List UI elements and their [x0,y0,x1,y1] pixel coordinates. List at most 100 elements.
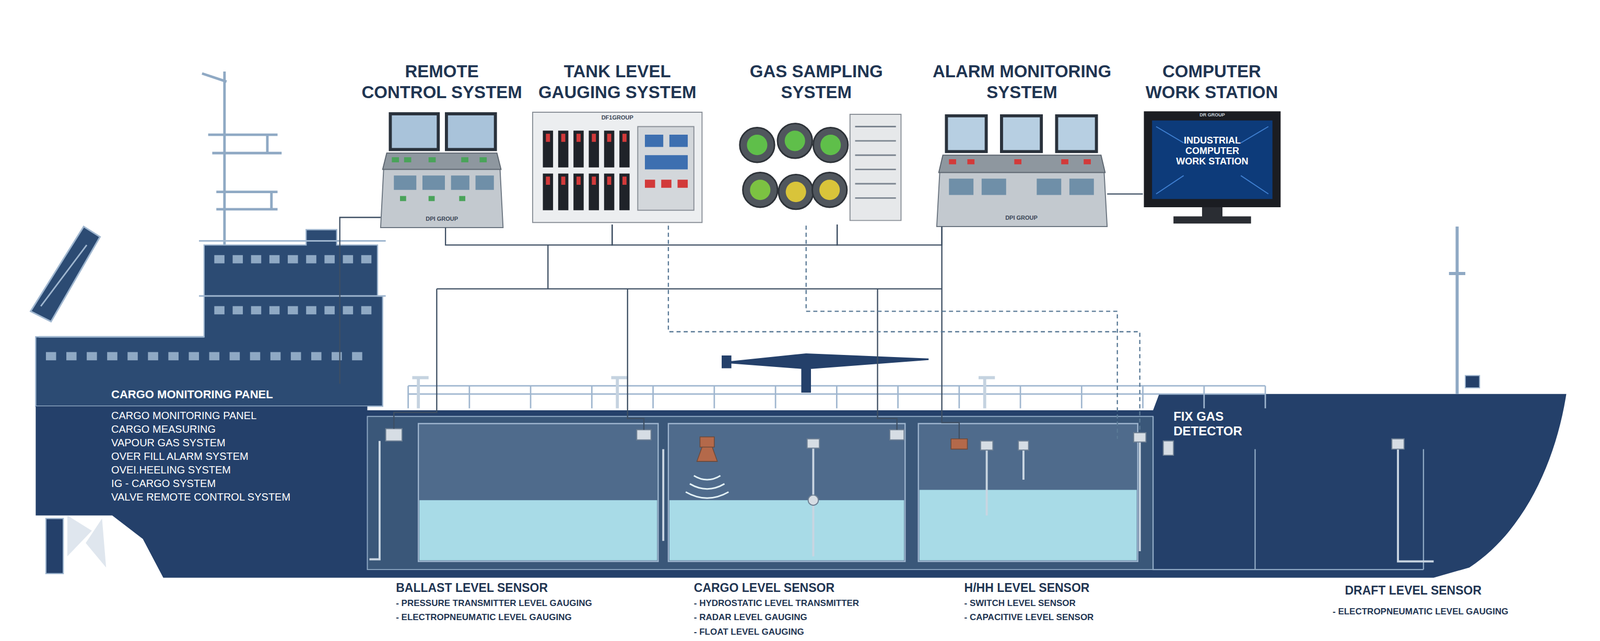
sensor-item: - RADAR LEVEL GAUGING [693,612,808,623]
system-heading: REMOTE CONTROL SYSTEM [360,61,524,104]
system-heading: COMPUTER WORK STATION [1138,61,1286,104]
console-desk [936,171,1108,228]
gas-detector-head [739,127,775,162]
gauge-bar [545,133,627,185]
panel-heading: CARGO MONITORING PANEL [111,387,274,402]
computer-monitor [1144,111,1281,208]
ship-mast [202,71,282,245]
monitor-screen [391,115,494,149]
sensor-item: - PRESSURE TRANSMITTER LEVEL GAUGING [395,598,593,609]
gas-detector-face [820,134,841,156]
propeller [67,515,107,568]
console-desk [380,168,503,228]
sensor-item: - CAPACITIVE LEVEL SENSOR [964,612,1094,623]
lifeboat-davit [30,226,101,322]
float-ball [808,495,819,506]
console-monitor [389,112,498,151]
console-top [938,155,1106,173]
gas-detector-face [749,179,771,200]
gas-sample-line [668,225,1140,440]
bus-connector [1107,193,1143,195]
gas-sampling-system: GAS SAMPLING SYSTEM [729,110,903,225]
gauge-slot [543,130,630,211]
sensor-item: - SWITCH LEVEL SENSOR [964,598,1076,609]
computer-screen [1151,120,1273,200]
system-heading: ALARM MONITORING SYSTEM [928,61,1115,104]
computer-work-station: COMPUTER WORK STATION [1143,110,1281,227]
radar-level-gauge [697,437,968,462]
console-screens [948,178,1094,195]
brand-label: DF1GROUP [600,114,635,122]
signal-wire [393,226,960,440]
fore-compartment [1153,416,1424,570]
brand-label: DPI GROUP [424,215,460,223]
sensor-heading: H/HH LEVEL SENSOR [964,581,1090,595]
deck-post [412,378,995,409]
gas-detector-head [743,172,778,207]
gas-detector-face [746,134,768,156]
gauge-panel-display [644,134,688,170]
system-heading: TANK LEVEL GAUGING SYSTEM [536,61,699,104]
bus-connector [837,224,943,245]
detector-label: FIX GAS DETECTOR [1173,409,1245,439]
gauge-panel [637,126,694,210]
ship-hull [35,394,1567,579]
bridge-windows [45,255,372,361]
tank-liquid [419,490,1137,561]
console-buttons [391,157,487,202]
gas-detector-face [819,179,840,200]
gas-detector-head [813,127,848,162]
sensor-heading: DRAFT LEVEL SENSOR [1344,583,1482,598]
gauge-panel-lamp [644,179,688,188]
panel-item: CARGO MEASURING [111,422,216,437]
panel-item: IG - CARGO SYSTEM [111,476,216,491]
remote-control-system: REMOTE CONTROL SYSTEM [380,110,503,228]
cargo-hold [367,416,1154,570]
gas-detector-face [785,181,807,203]
gauge-cabinet [532,112,702,223]
cargo-tank [418,423,1138,562]
bus-connector [445,224,613,245]
level-sensor [385,428,1405,456]
gas-detector-head [778,174,814,209]
brand-label: DPI GROUP [1004,214,1039,222]
panel-item: OVEI.HEELING SYSTEM [111,463,231,477]
gas-detector-head [777,123,813,159]
gas-detector-head [812,172,847,207]
panel-item: CARGO MONITORING PANEL [111,408,257,423]
deck-railing [408,385,1266,409]
computer-stand [1173,207,1252,224]
sensor-heading: CARGO LEVEL SENSOR [693,581,835,595]
sensor-item: - HYDROSTATIC LEVEL TRANSMITTER [693,598,860,609]
sensor-heading: BALLAST LEVEL SENSOR [395,581,548,595]
fore-mast-lamp [1465,375,1480,388]
panel-item: VALVE REMOTE CONTROL SYSTEM [111,490,291,504]
gas-detector-face [784,130,806,151]
console-screens [393,175,494,190]
screen-text: INDUSTRIAL COMPUTER WORK STATION [1172,135,1252,167]
console-monitor [944,114,1098,154]
brand-label: DR GROUP [1198,112,1227,118]
tank-level-gauging-system: TANK LEVEL GAUGING SYSTEM [530,110,704,225]
sensor-pipe [369,441,1434,562]
radar-waves [685,475,729,499]
monitor-screen [947,117,1095,151]
alarm-monitoring-system: ALARM MONITORING SYSTEM [936,110,1108,227]
cargo-monitoring-panel: CARGO MONITORING PANEL CARGO MONITORING P… [109,383,356,508]
fore-mast [1449,226,1466,395]
panel-item: OVER FILL ALARM SYSTEM [111,449,249,464]
gas-cabinet [850,114,902,221]
deck-crane [722,354,929,393]
screen-glow [1156,126,1269,194]
sensor-item: - ELECTROPNEUMATIC LEVEL GAUGING [395,612,572,623]
bus-connector [339,217,381,385]
sensor-item: - FLOAT LEVEL GAUGING [693,627,805,638]
panel-item: VAPOUR GAS SYSTEM [111,436,226,450]
system-heading: GAS SAMPLING SYSTEM [745,61,888,104]
console-buttons [948,159,1091,165]
rudder [45,518,64,574]
gas-cabinet-rows [855,126,897,198]
sensor-item: - ELECTROPNEUMATIC LEVEL GAUGING [1332,606,1509,618]
